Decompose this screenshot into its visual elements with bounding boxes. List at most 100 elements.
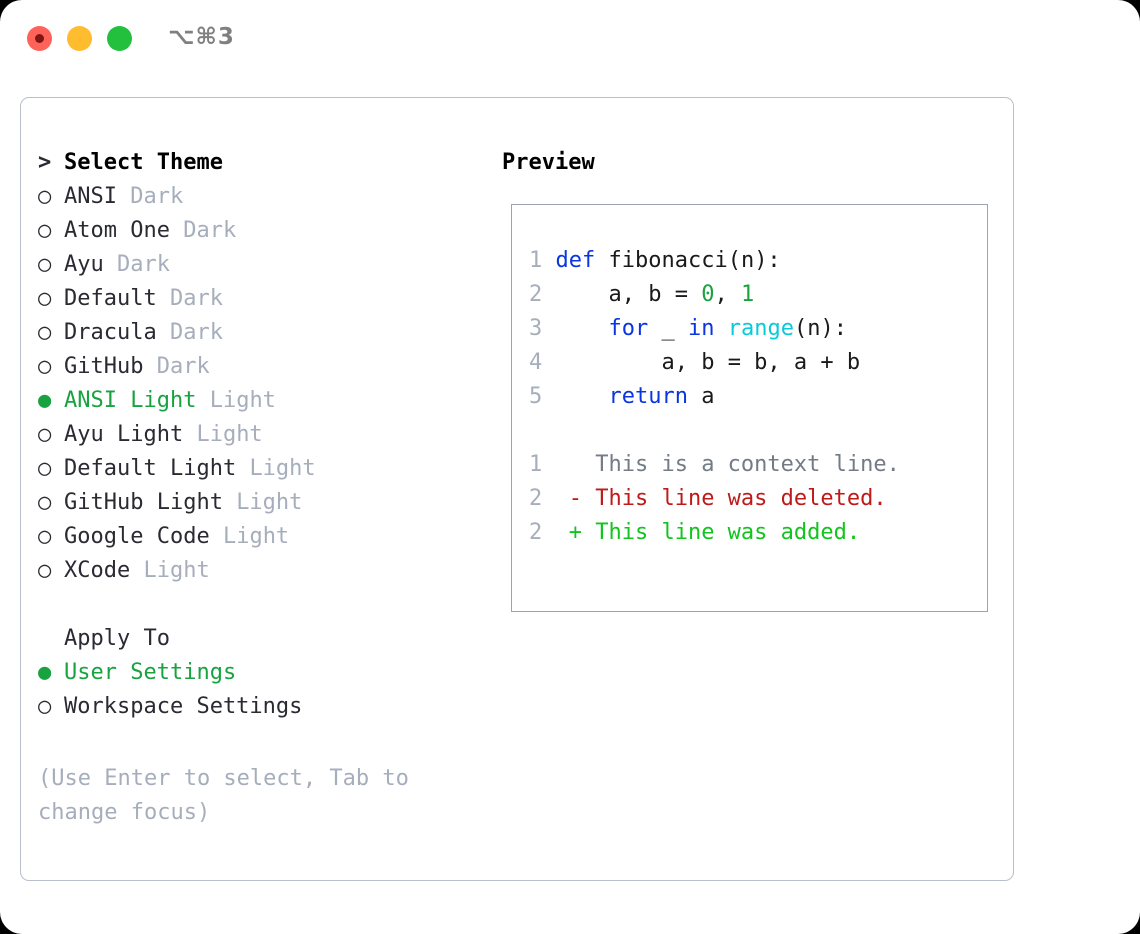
code-indent xyxy=(556,282,609,307)
code-indent xyxy=(556,350,662,375)
radio-unselected-icon: ○ xyxy=(38,286,52,311)
diff-line: 2 + This line was added. xyxy=(529,516,900,550)
theme-variant-badge: Light xyxy=(249,456,316,481)
minimize-window-button[interactable] xyxy=(67,26,92,51)
radio-unselected-icon: ○ xyxy=(38,184,52,209)
diff-line: 2 - This line was deleted. xyxy=(529,482,900,516)
diff-line: 1 This is a context line. xyxy=(529,448,900,482)
theme-variant-badge: Dark xyxy=(169,320,223,345)
code-token: 1 xyxy=(740,282,755,307)
section-spacer xyxy=(38,588,488,622)
theme-list-item[interactable]: ○ Default Dark xyxy=(38,282,488,316)
theme-list-item[interactable]: ○ Ayu Light Light xyxy=(38,418,488,452)
line-number: 4 xyxy=(529,350,556,375)
code-diff-separator xyxy=(529,414,900,448)
theme-list-item[interactable]: ○ GitHub Light Light xyxy=(38,486,488,520)
theme-name-label: ANSI xyxy=(64,184,131,209)
theme-list-item[interactable]: ○ ANSI Dark xyxy=(38,180,488,214)
theme-list-item[interactable]: ○XCode Light xyxy=(38,554,488,588)
apply-to-item[interactable]: ●User Settings xyxy=(38,656,488,690)
code-token: (n): xyxy=(793,316,847,341)
radio-unselected-icon: ○ xyxy=(38,456,52,481)
code-token: a xyxy=(687,384,715,409)
prompt-marker-icon: > xyxy=(38,150,52,175)
radio-unselected-icon: ○ xyxy=(38,490,52,515)
theme-name-label: Default Light xyxy=(64,456,250,481)
theme-list-item[interactable]: ○ Dracula Dark xyxy=(38,316,488,350)
theme-list-item[interactable]: ○Ayu Dark xyxy=(38,248,488,282)
apply-to-heading: Apply To xyxy=(38,622,488,656)
theme-list-item[interactable]: ○ GitHub Dark xyxy=(38,350,488,384)
radio-unselected-icon: ○ xyxy=(38,354,52,379)
radio-selected-icon: ● xyxy=(38,388,52,413)
line-number: 2 xyxy=(529,520,556,545)
line-number: 2 xyxy=(529,486,556,511)
theme-name-label: Atom One xyxy=(64,218,184,243)
theme-variant-badge: Light xyxy=(196,422,263,447)
radio-unselected-icon: ○ xyxy=(38,252,52,277)
code-line: 4 a, b = b, a + b xyxy=(529,346,900,380)
theme-name-label: Default xyxy=(64,286,170,311)
keyboard-hint-text: (Use Enter to select, Tab to change focu… xyxy=(38,766,409,825)
theme-variant-badge: Light xyxy=(143,558,210,583)
line-number: 5 xyxy=(529,384,556,409)
theme-name-label: Dracula xyxy=(64,320,170,345)
code-token: in xyxy=(687,316,715,341)
code-token: def xyxy=(555,248,596,273)
radio-unselected-icon: ○ xyxy=(38,694,52,719)
theme-list-item[interactable]: ○ Default Light Light xyxy=(38,452,488,486)
code-token: return xyxy=(608,384,688,409)
code-token xyxy=(714,316,727,341)
diff-text: + This line was added. xyxy=(555,520,861,545)
preview-column: Preview 1 def fibonacci(n):2 a, b = 0, 1… xyxy=(502,146,1002,612)
theme-variant-badge: Dark xyxy=(156,354,210,379)
radio-unselected-icon: ○ xyxy=(38,218,52,243)
theme-variant-badge: Dark xyxy=(130,184,184,209)
line-number: 1 xyxy=(529,248,556,273)
code-token: 0 xyxy=(701,282,715,307)
radio-unselected-icon: ○ xyxy=(38,558,52,583)
theme-name-label: ANSI Light xyxy=(64,388,210,413)
apply-to-list: ●User Settings ○ Workspace Settings xyxy=(38,656,488,724)
theme-variant-badge: Light xyxy=(222,524,290,549)
line-number: 3 xyxy=(529,316,556,341)
theme-list-item[interactable]: ● ANSI Light Light xyxy=(38,384,488,418)
theme-name-label: GitHub Light xyxy=(64,490,237,515)
code-line: 2 a, b = 0, 1 xyxy=(529,278,900,312)
code-token: for xyxy=(608,316,649,341)
code-token: _ xyxy=(648,316,688,341)
theme-list-item[interactable]: ○ Atom One Dark xyxy=(38,214,488,248)
theme-variant-badge: Dark xyxy=(169,286,223,311)
radio-unselected-icon: ○ xyxy=(38,320,52,345)
theme-name-label: Ayu xyxy=(64,252,117,277)
theme-picker-heading: >Select Theme xyxy=(38,146,488,180)
apply-to-item[interactable]: ○ Workspace Settings xyxy=(38,690,488,724)
radio-unselected-icon: ○ xyxy=(38,524,52,549)
maximize-window-button[interactable] xyxy=(107,26,132,51)
theme-name-label: Google Code xyxy=(64,524,223,549)
theme-name-label: Ayu Light xyxy=(64,422,197,447)
code-token: a, b = b, a + b xyxy=(661,350,861,375)
close-window-button[interactable] xyxy=(27,26,52,51)
code-token: range xyxy=(727,316,794,341)
line-number: 1 xyxy=(529,452,556,477)
theme-picker-column: >Select Theme ○ ANSI Dark ○ Atom One Dark ○ A… xyxy=(38,146,488,724)
apply-to-marker-spacer xyxy=(38,622,64,656)
code-line: 5 return a xyxy=(529,380,900,414)
code-token: a, b = xyxy=(608,282,702,307)
theme-variant-badge: Light xyxy=(236,490,303,515)
content-panel: >Select Theme ○ ANSI Dark ○ Atom One Dark ○ A… xyxy=(20,97,1014,881)
line-number: 2 xyxy=(529,282,556,307)
theme-name-label: GitHub xyxy=(64,354,157,379)
theme-variant-badge: Dark xyxy=(183,218,237,243)
theme-list: ○ ANSI Dark ○ Atom One Dark ○ Ayu Dark ○ Defaul… xyxy=(38,180,488,588)
apply-to-label: Workspace Settings xyxy=(64,694,303,719)
diff-text: - This line was deleted. xyxy=(555,486,887,511)
theme-list-item[interactable]: ○ Google Code Light xyxy=(38,520,488,554)
code-line: 3 for _ in range(n): xyxy=(529,312,900,346)
diff-text: This is a context line. xyxy=(555,452,900,477)
theme-variant-badge: Light xyxy=(209,388,276,413)
radio-unselected-icon: ○ xyxy=(38,422,52,447)
